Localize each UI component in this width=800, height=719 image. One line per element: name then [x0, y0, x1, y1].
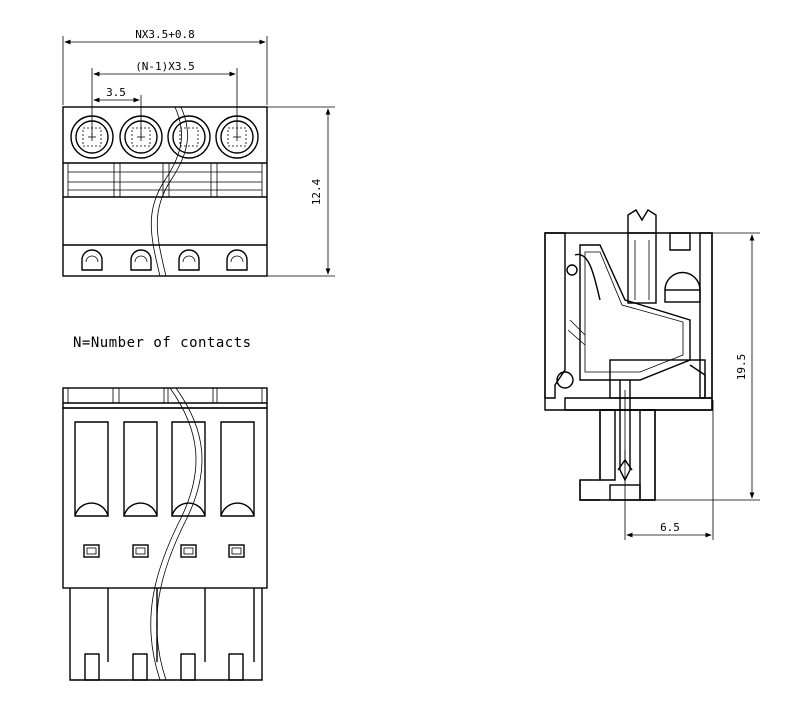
- overall-width-label: NX3.5+0.8: [135, 28, 195, 41]
- dimension-pitch: 3.5: [93, 86, 142, 135]
- front-view-body: [62, 407, 268, 589]
- front-view: [62, 387, 268, 681]
- dimension-pitch-span: (N-1)X3.5: [91, 60, 238, 135]
- screw-3: [167, 115, 211, 159]
- screw-2: [119, 115, 163, 159]
- screw-1: [70, 115, 114, 159]
- dimension-depth-side: 6.5: [624, 400, 714, 540]
- dimension-height-top: 12.4: [267, 106, 335, 277]
- dimension-overall-width: NX3.5+0.8: [62, 28, 268, 105]
- screw-terminals: [70, 115, 259, 159]
- dimension-height-side: 19.5: [655, 232, 760, 501]
- pole-dividers: [113, 162, 218, 198]
- break-line: [150, 106, 182, 277]
- top-view: NX3.5+0.8 (N-1)X3.5 3.5 12.4: [62, 28, 335, 277]
- side-view: 19.5 6.5: [544, 209, 760, 540]
- note-text: N=Number of contacts: [73, 335, 252, 351]
- height-side-label: 19.5: [735, 354, 748, 381]
- pitch-span-label: (N-1)X3.5: [135, 60, 195, 73]
- wire-entries: [81, 249, 248, 271]
- top-view-body: [62, 106, 268, 277]
- screw-4: [215, 115, 259, 159]
- depth-side-label: 6.5: [660, 521, 680, 534]
- height-top-label: 12.4: [310, 178, 323, 205]
- break-line-front: [150, 387, 197, 681]
- pitch-label: 3.5: [106, 86, 126, 99]
